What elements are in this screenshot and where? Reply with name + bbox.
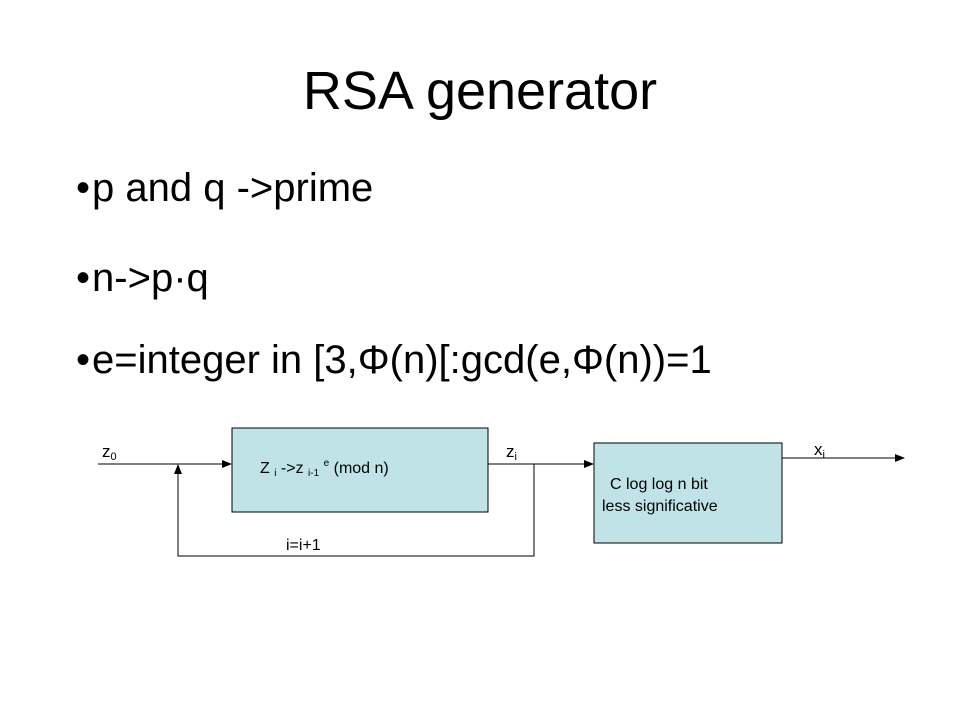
zi-label: zi <box>506 442 517 463</box>
bullet-text: e=integer in [3,Φ(n)[:gcd(e,Φ(n))=1 <box>92 338 712 382</box>
bullet-text: p and q ->prime <box>92 166 374 210</box>
input-z0-label: z0 <box>102 442 117 463</box>
bullet-modulus: •n->p·q <box>76 254 209 302</box>
bullet-dot: • <box>76 256 91 300</box>
feedback-loop <box>174 464 535 557</box>
bit-extraction-box <box>593 442 783 544</box>
bit-extraction-line2: less significative <box>602 498 718 515</box>
bit-extraction-line1: C log log n bit <box>610 476 708 493</box>
slide-title: RSA generator <box>302 61 658 121</box>
loop-label: i=i+1 <box>286 537 321 554</box>
exponentiation-box <box>231 427 489 513</box>
bullet-dot: • <box>76 338 91 382</box>
exponentiation-formula: Z i ->z i-1 e (mod n) <box>260 458 389 479</box>
xi-label: xi <box>814 440 825 461</box>
bullet-exponent: •e=integer in [3,Φ(n)[:gcd(e,Φ(n))=1 <box>76 336 712 384</box>
bullet-dot: • <box>76 166 91 210</box>
bullet-primes: •p and q ->prime <box>76 164 373 212</box>
bullet-text: n->p·q <box>92 256 209 300</box>
